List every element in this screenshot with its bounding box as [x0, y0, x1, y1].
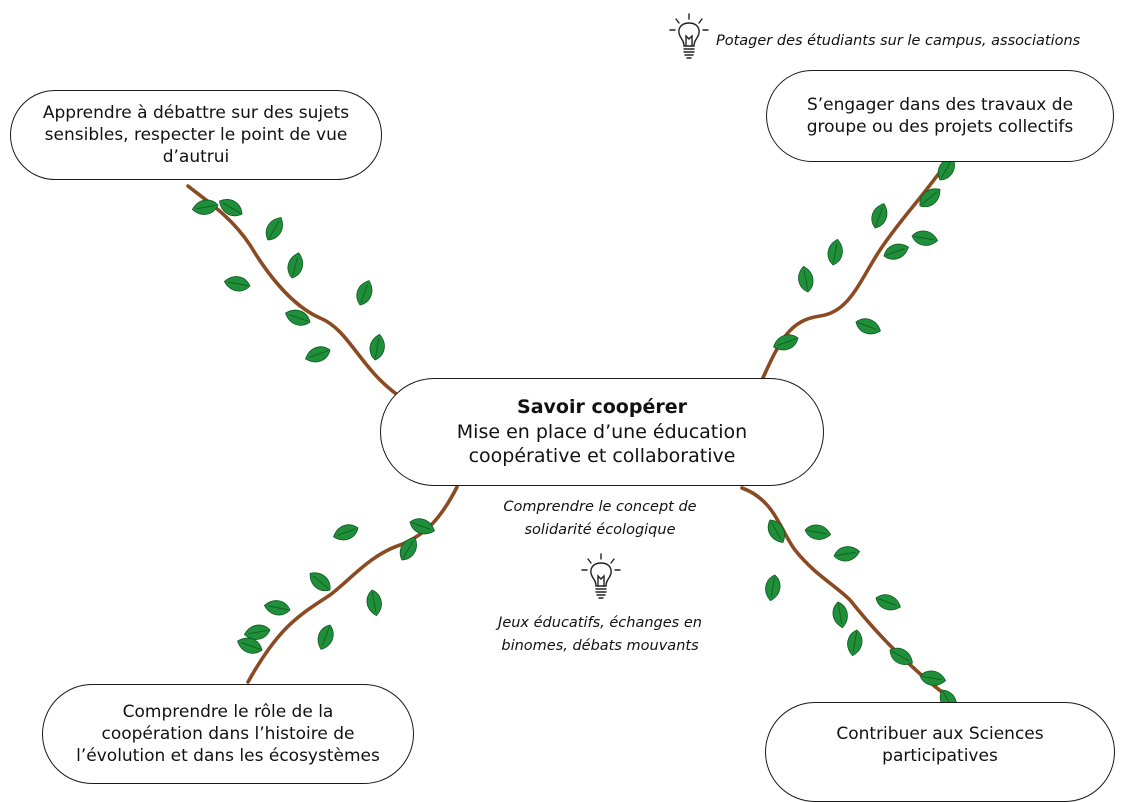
branch-top-right: [760, 163, 947, 382]
node-top-right-line-1: S’engager dans des travaux de: [806, 94, 1074, 115]
leaf: [855, 318, 881, 335]
leaf: [832, 601, 848, 629]
leaf: [847, 629, 863, 657]
leaf: [237, 637, 263, 654]
leaf: [309, 572, 331, 592]
leaf: [871, 203, 888, 229]
leaf: [767, 519, 785, 543]
leaf: [333, 524, 359, 541]
note-center-concept-line-1: Comprendre le concept de: [503, 499, 697, 515]
lightbulb-icon: [580, 552, 622, 608]
leaf: [798, 265, 814, 293]
leaf: [223, 276, 251, 292]
leaf: [773, 334, 799, 351]
leaf: [287, 252, 304, 279]
node-bottom-right-line-2: participatives: [882, 746, 998, 767]
node-top-right-line-2: groupe ou des projets collectifs: [806, 117, 1074, 137]
leaf: [833, 546, 861, 562]
node-bottom-left-line-2: coopération dans l’histoire de: [101, 723, 355, 744]
leaf: [219, 199, 243, 217]
leaf: [356, 280, 373, 306]
lightbulb-icon: [668, 12, 710, 68]
leaf: [765, 574, 781, 602]
leaf: [265, 217, 283, 241]
note-center-concept: Comprendre le concept de solidarité écol…: [470, 496, 730, 542]
note-center-idea-line-2: binomes, débats mouvants: [501, 638, 699, 655]
note-center-concept-line-2: solidarité écologique: [524, 522, 676, 539]
leaf: [919, 188, 941, 208]
leaf: [804, 524, 832, 540]
leaf: [263, 600, 291, 616]
node-bottom-right: Contribuer aux Sciences participatives: [765, 702, 1115, 802]
node-top-left-line-3: d’autrui: [162, 147, 230, 168]
leaf: [919, 670, 947, 686]
node-bottom-left-line-1: Comprendre le rôle de la: [122, 701, 334, 722]
leaf: [409, 518, 435, 535]
leaf: [191, 199, 219, 215]
leaf: [827, 238, 843, 266]
leaf: [285, 309, 311, 326]
node-top-right: S’engager dans des travaux de groupe ou …: [766, 70, 1114, 162]
center-line-2: coopérative et collaborative: [468, 445, 736, 468]
branch-bottom-left: [246, 485, 459, 684]
node-bottom-right-line-1: Contribuer aux Sciences: [836, 724, 1044, 744]
center-title: Savoir coopérer: [517, 395, 687, 418]
leaf: [305, 346, 331, 363]
center-line-1: Mise en place d’une éducation: [456, 420, 748, 443]
leaf: [883, 243, 909, 260]
node-top-left-line-2: sensibles, respecter le point de vue: [44, 124, 348, 145]
leaf: [399, 537, 417, 561]
node-top-left-line-1: Apprendre à débattre sur des sujets: [42, 102, 350, 123]
leaf: [317, 624, 334, 650]
node-bottom-left-line-3: l’évolution et dans les écosystèmes: [76, 746, 380, 767]
note-center-idea: Jeux éducatifs, échanges en binomes, déb…: [470, 612, 730, 658]
leaf: [366, 589, 382, 617]
center-node: Savoir coopérer Mise en place d’une éduc…: [380, 378, 824, 486]
leaf: [243, 624, 271, 640]
note-top-right-idea: Potager des étudiants sur le campus, ass…: [716, 33, 1081, 49]
leaf: [369, 333, 385, 361]
leaf: [875, 594, 901, 611]
node-bottom-left: Comprendre le rôle de la coopération dan…: [42, 684, 414, 784]
node-top-left: Apprendre à débattre sur des sujets sens…: [10, 90, 382, 180]
branch-top-left: [186, 184, 404, 400]
leaf: [889, 647, 913, 665]
note-center-idea-line-1: Jeux éducatifs, échanges en: [498, 615, 702, 631]
leaf: [911, 230, 939, 246]
